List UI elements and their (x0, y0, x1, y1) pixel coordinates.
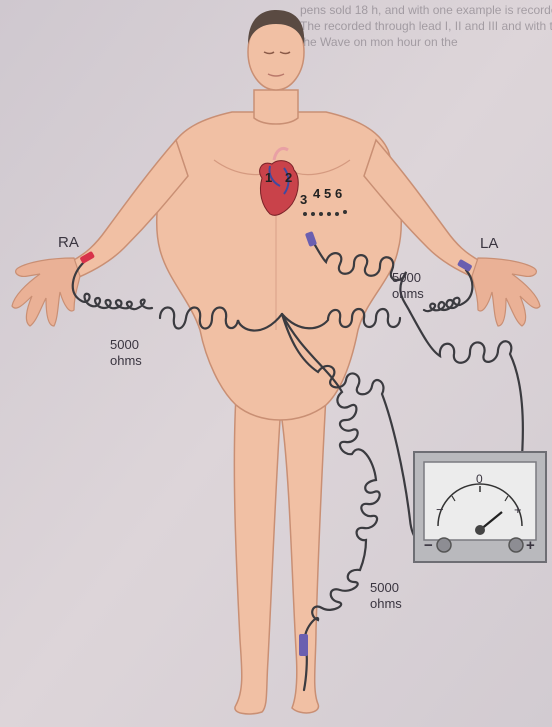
resistor-left-value: 5000 (110, 337, 139, 352)
meter-terminal-plus (509, 538, 523, 552)
marker-3: 3 (300, 192, 307, 207)
marker-4: 4 (313, 186, 321, 201)
bg-text-line-3: the Wave on mon hour on the (300, 35, 458, 49)
marker-2: 2 (285, 170, 292, 185)
bg-text-line-2: The recorded through lead I, II and III … (300, 19, 552, 33)
marker-6: 6 (335, 186, 342, 201)
marker-1: 1 (265, 170, 272, 185)
marker-5: 5 (324, 186, 331, 201)
resistor-leg-value: 5000 (370, 580, 399, 595)
resistor-right-unit: ohms (392, 286, 424, 301)
resistor-right-value: 5000 (392, 270, 421, 285)
meter-minus-label: − (436, 502, 444, 517)
bg-text-line-1: pens sold 18 h, and with one example is … (300, 3, 552, 17)
resistor-leg-unit: ohms (370, 596, 402, 611)
neck (254, 90, 298, 124)
terminal-minus-label: − (424, 537, 433, 554)
leg-electrode (299, 634, 308, 656)
meter-zero-label: 0 (476, 472, 483, 486)
terminal-plus-label: + (526, 537, 535, 554)
ra-label: RA (58, 234, 79, 251)
resistor-left-unit: ohms (110, 353, 142, 368)
meter-plus-label: + (514, 502, 522, 517)
galvanometer: 0 − + − + (414, 452, 546, 562)
la-label: LA (480, 235, 498, 252)
meter-terminal-minus (437, 538, 451, 552)
